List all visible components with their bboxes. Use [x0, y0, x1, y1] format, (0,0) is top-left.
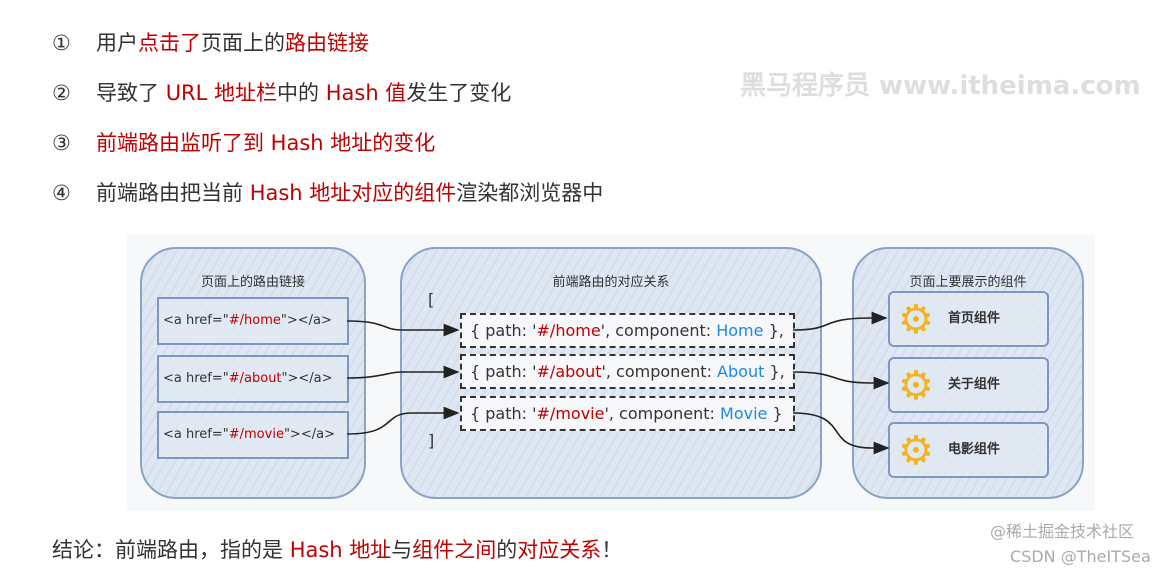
step-marker: ①	[52, 31, 71, 55]
text-segment: URL 地址栏	[165, 81, 278, 105]
text-segment: 对应关系	[517, 538, 602, 562]
component-label: 电影组件	[948, 442, 1001, 457]
route-link: <a href="#/home"></a>	[157, 297, 349, 345]
text-segment: 渲染都浏览器中	[456, 181, 604, 205]
text-segment: 用户	[96, 31, 138, 55]
arrow	[792, 412, 890, 455]
route-mid: ', component:	[604, 404, 721, 423]
route-link: <a href="#/about"></a>	[157, 355, 349, 403]
text-segment: 与	[391, 538, 413, 562]
route-hash: #/about	[536, 362, 602, 381]
arrows	[346, 311, 890, 455]
route-mid: ', component:	[600, 321, 717, 340]
route-mapping: { path: '#/about', component: About },	[460, 354, 795, 389]
text-segment: 前端路由监听了到 Hash 地址的变化	[96, 131, 436, 155]
link-hash: #/home	[228, 313, 281, 328]
text-segment: Hash 地址对应的组件	[249, 181, 457, 205]
link-prefix: <a href="	[163, 313, 229, 328]
gear-icon: ⚙	[898, 428, 934, 474]
route-mapping: { path: '#/home', component: Home },	[460, 313, 795, 348]
link-suffix: "></a>	[283, 427, 335, 442]
route-mapping: { path: '#/movie', component: Movie }	[460, 396, 795, 431]
step-item: ③ 前端路由监听了到 Hash 地址的变化	[52, 128, 435, 158]
gear-icon: ⚙	[898, 363, 934, 409]
arrow	[346, 365, 460, 379]
link-hash: #/about	[228, 371, 282, 386]
link-prefix: <a href="	[163, 371, 229, 386]
text-segment: 结论：前端路由，指的是	[52, 538, 290, 562]
component-box: ⚙ 关于组件	[888, 357, 1049, 413]
juejin-watermark: @稀土掘金技术社区	[990, 522, 1135, 541]
route-hash: #/home	[536, 321, 601, 340]
step-marker: ④	[52, 181, 71, 205]
route-link: <a href="#/movie"></a>	[157, 411, 349, 459]
step-marker: ②	[52, 81, 71, 105]
route-component: About	[717, 362, 765, 381]
route-suffix: }	[767, 404, 783, 423]
panel-title: 页面上要展示的组件	[909, 275, 1027, 290]
text-segment: Hash 值	[325, 81, 407, 105]
link-prefix: <a href="	[163, 427, 229, 442]
arrow	[346, 320, 460, 337]
text-segment: ！	[601, 538, 623, 562]
link-suffix: "></a>	[280, 313, 332, 328]
step-item: ① 用户点击了页面上的路由链接	[52, 28, 369, 58]
arrow	[346, 406, 460, 435]
route-prefix: { path: '	[470, 404, 537, 423]
arrow	[792, 371, 890, 390]
text-segment: 发生了变化	[406, 81, 512, 105]
route-suffix: },	[763, 321, 784, 340]
text-segment: 页面上的	[201, 31, 285, 55]
text-segment: 点击了	[138, 31, 201, 55]
route-suffix: },	[764, 362, 785, 381]
arrow	[792, 311, 888, 331]
open-bracket: [	[428, 290, 435, 309]
panel-title: 前端路由的对应关系	[552, 275, 670, 290]
text-segment: 导致了	[96, 81, 166, 105]
component-label: 关于组件	[948, 377, 1001, 392]
step-item: ④ 前端路由把当前 Hash 地址对应的组件渲染都浏览器中	[52, 178, 603, 208]
text-segment: 中的	[277, 81, 326, 105]
route-prefix: { path: '	[470, 362, 537, 381]
step-item: ② 导致了 URL 地址栏中的 Hash 值发生了变化	[52, 78, 511, 108]
step-marker: ③	[52, 131, 71, 155]
text-segment: Hash 地址	[289, 538, 392, 562]
component-box: ⚙ 首页组件	[888, 291, 1049, 347]
gear-icon: ⚙	[898, 297, 934, 343]
routing-diagram: 页面上的路由链接 前端路由的对应关系 页面上要展示的组件 [ ] <a href…	[127, 235, 1095, 511]
text-segment: 路由链接	[285, 31, 369, 55]
panel-title: 页面上的路由链接	[200, 275, 305, 290]
text-segment: 的	[496, 538, 518, 562]
csdn-watermark: CSDN @TheITSea	[1010, 547, 1151, 566]
link-suffix: "></a>	[281, 371, 333, 386]
route-component: Movie	[720, 404, 768, 423]
brand-watermark: 黑马程序员 www.itheima.com	[740, 71, 1141, 101]
route-mid: ', component:	[601, 362, 718, 381]
route-hash: #/movie	[536, 404, 605, 423]
route-component: Home	[716, 321, 764, 340]
link-hash: #/movie	[228, 427, 284, 442]
route-prefix: { path: '	[470, 321, 537, 340]
component-label: 首页组件	[948, 311, 1001, 326]
conclusion: 结论：前端路由，指的是 Hash 地址与组件之间的对应关系！	[52, 535, 622, 565]
text-segment: 组件之间	[412, 538, 497, 562]
component-box: ⚙ 电影组件	[888, 422, 1049, 478]
close-bracket: ]	[428, 431, 435, 450]
text-segment: 前端路由把当前	[96, 181, 250, 205]
